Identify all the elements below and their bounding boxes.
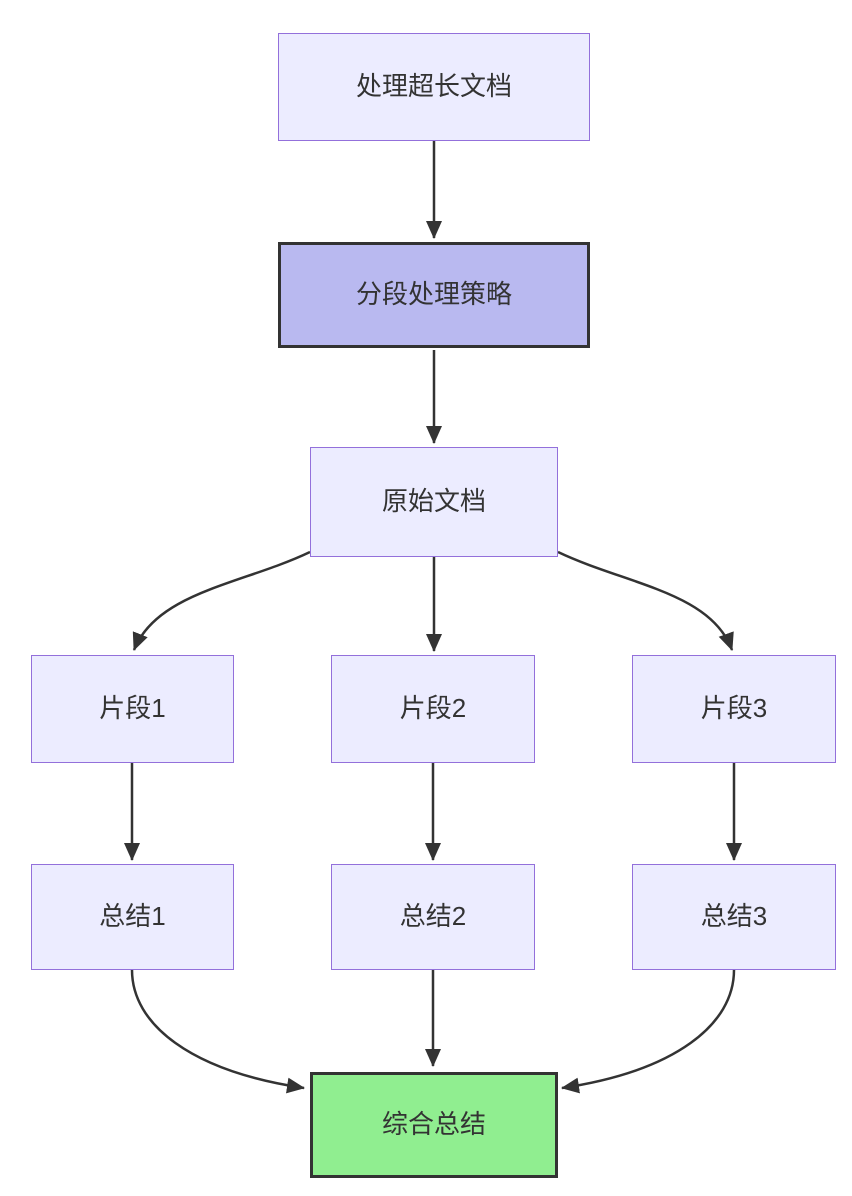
node-final-summary-label: 综合总结: [381, 1109, 486, 1140]
edge-e1-to-f: [130, 969, 305, 1094]
node-summary-1: 总结1: [31, 864, 234, 970]
node-summary-2-label: 总结2: [399, 901, 467, 932]
node-segmentation-strategy: 分段处理策略: [278, 242, 590, 348]
node-summary-1-label: 总结1: [99, 901, 166, 932]
node-summary-2: 总结2: [331, 864, 535, 970]
node-original-doc: 原始文档: [310, 447, 558, 557]
node-fragment-1: 片段1: [31, 655, 234, 763]
node-fragment-3-label: 片段3: [700, 693, 768, 724]
node-segmentation-strategy-label: 分段处理策略: [355, 279, 512, 310]
node-summary-3-label: 总结3: [700, 901, 768, 932]
edge-c-to-d1: [132, 550, 311, 651]
node-fragment-1-label: 片段1: [99, 693, 166, 724]
node-fragment-3: 片段3: [632, 655, 836, 763]
node-process-long-doc-label: 处理超长文档: [355, 71, 512, 102]
node-final-summary: 综合总结: [310, 1072, 558, 1178]
node-process-long-doc: 处理超长文档: [278, 33, 590, 141]
node-fragment-2-label: 片段2: [399, 693, 467, 724]
node-summary-3: 总结3: [632, 864, 836, 970]
node-original-doc-label: 原始文档: [381, 486, 486, 517]
edge-c-to-d3: [557, 550, 734, 651]
edge-e3-to-f: [561, 969, 736, 1094]
node-fragment-2: 片段2: [331, 655, 535, 763]
